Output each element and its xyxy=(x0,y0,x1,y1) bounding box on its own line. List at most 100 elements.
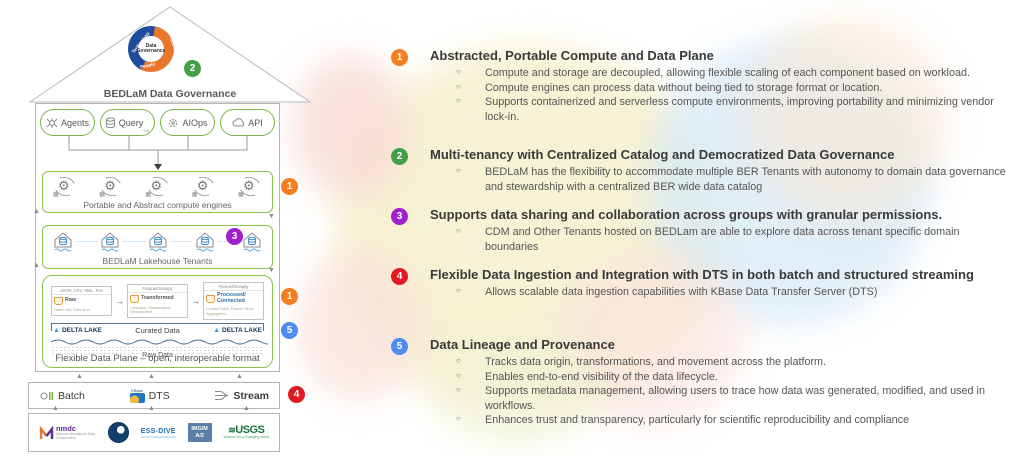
pill-aiops: AIOps xyxy=(160,109,215,136)
bullet: BEDLaM has the flexibility to accommodat… xyxy=(430,165,1007,194)
badge-1: 1 xyxy=(281,178,298,195)
usgs-wordmark: ≋USGS xyxy=(228,424,265,437)
compute-engine-icon: ▦ xyxy=(238,176,262,198)
item-title: Flexible Data Ingestion and Integration … xyxy=(430,267,974,282)
item-number-badge: 3 xyxy=(391,208,408,225)
list-item: 4 Flexible Data Ingestion and Integratio… xyxy=(391,267,1023,300)
delta-lake-logo: ▲DELTA LAKE xyxy=(53,327,102,334)
delta-triangle-icon: ▲ xyxy=(213,327,221,334)
connector-lines xyxy=(68,136,248,170)
compute-engines-box: ▦ ▦ ▦ ▦ ▦ Portable and Abstract compute … xyxy=(42,171,273,213)
stage-format-label: Parquet/Snappy xyxy=(128,285,187,293)
stream-item: Stream xyxy=(214,389,269,402)
kbase-logo-mark xyxy=(129,392,145,403)
bullet: Tracks data origin, transformations, and… xyxy=(430,355,1007,369)
up-arrow-icon: ▲ xyxy=(33,262,40,269)
nmdc-wordmark: nmdc xyxy=(55,423,76,433)
raw-data-strip: Raw Data xyxy=(51,346,264,359)
delta-lake-row: ▲DELTA LAKE Curated Data ▲DELTA LAKE xyxy=(53,326,262,335)
usgs-tagline: science for a changing world xyxy=(223,435,270,440)
pill-api: API xyxy=(220,109,275,136)
list-item: 5 Data Lineage and Provenance Tracks dat… xyxy=(391,337,1023,428)
cloud-api-icon xyxy=(232,118,245,127)
water-wave xyxy=(51,339,268,345)
compute-engine-icon: ▦ xyxy=(53,176,77,198)
bullet: Enhances trust and transparency, particu… xyxy=(430,413,1007,427)
pill-query: Query SQL xyxy=(100,109,155,136)
item-title: Data Lineage and Provenance xyxy=(430,337,615,352)
item-bullets: Allows scalable data ingestion capabilit… xyxy=(430,285,1007,299)
lakehouse-icon xyxy=(149,232,166,252)
badge-3: 3 xyxy=(226,228,243,245)
up-arrow-icon: ▲ xyxy=(52,405,59,412)
stage-detail: Native fmt, Data as-is xyxy=(54,308,91,313)
bullet: Enables end-to-end visibility of the dat… xyxy=(430,370,1007,384)
dts-label: DTS xyxy=(148,389,170,402)
lakehouse-icon xyxy=(243,232,261,252)
lakehouse-icon xyxy=(196,232,214,252)
bullet: Supports containerized and serverless co… xyxy=(430,95,1007,124)
item-bullets: Compute and storage are decoupled, allow… xyxy=(430,66,1007,124)
agents-icon xyxy=(46,117,58,128)
compute-engines-label: Portable and Abstract compute engines xyxy=(83,200,232,210)
item-number-badge: 1 xyxy=(391,49,408,66)
imgm-logo: IMG/M A/2 xyxy=(187,423,212,442)
raw-data-label: Raw Data xyxy=(138,352,177,359)
bullet: Compute engines can process data without… xyxy=(430,81,1007,95)
noaa-logo xyxy=(107,422,129,443)
usgs-logo: ≋USGS science for a changing world xyxy=(224,425,270,440)
stream-icon xyxy=(215,391,229,400)
kbase-logo: KBase xyxy=(129,388,145,403)
data-governance-cycle: Technology Process People Data Governanc… xyxy=(128,26,178,72)
up-arrow-icon: ▲ xyxy=(76,373,83,380)
arrow-right-icon: → xyxy=(191,295,200,306)
delta-triangle-icon: ▲ xyxy=(53,327,60,334)
cycle-label-people: People xyxy=(139,61,156,70)
compute-engine-icon: ▦ xyxy=(192,176,216,198)
up-arrow-icon: ▲ xyxy=(148,405,155,412)
item-title: Supports data sharing and collaboration … xyxy=(430,207,943,222)
stream-label: Stream xyxy=(233,389,269,402)
bucket-icon xyxy=(130,294,139,303)
badge-2: 2 xyxy=(184,60,201,77)
cycle-center-label: Data Governance xyxy=(137,36,165,62)
item-title: Multi-tenancy with Centralized Catalog a… xyxy=(430,147,895,162)
pill-label: Query xyxy=(118,117,144,128)
tenant-connector xyxy=(170,241,192,242)
pill-label: API xyxy=(248,117,263,128)
nmdc-tagline: National Microbiome Data Collaborative xyxy=(55,432,95,441)
stage-detail: Curated Data, Feature Store, Aggregated xyxy=(206,307,255,317)
item-number-badge: 2 xyxy=(391,148,408,165)
up-arrow-icon: ▲ xyxy=(243,405,250,412)
bucket-icon xyxy=(206,294,215,303)
bullet: Allows scalable data ingestion capabilit… xyxy=(430,285,1007,299)
house-body: Agents Query SQL AIOps API xyxy=(35,103,280,372)
sql-label: SQL xyxy=(143,129,151,133)
bullet: Supports metadata management, allowing u… xyxy=(430,384,1007,413)
list-item: 3 Supports data sharing and collaboratio… xyxy=(391,207,1023,254)
storage-bracket xyxy=(51,323,264,331)
curated-data-label: Curated Data xyxy=(135,326,180,335)
item-number-badge: 5 xyxy=(391,338,408,355)
up-arrow-icon: ▲ xyxy=(33,208,40,215)
background-blob xyxy=(293,55,408,200)
list-item: 2 Multi-tenancy with Centralized Catalog… xyxy=(391,147,1023,194)
stage-title: Processed/ Connected xyxy=(217,292,246,304)
diagram-title: BEDLaM Data Governance xyxy=(103,88,237,100)
essdive-wordmark: ESS-DIVE xyxy=(140,427,176,435)
pill-label: Agents xyxy=(60,117,90,128)
stage-processed: Parquet/Snappy Processed/ Connected Cura… xyxy=(203,282,264,320)
stage-detail: Cleansed, Standardized, Deduplicated xyxy=(130,305,172,315)
item-bullets: Tracks data origin, transformations, and… xyxy=(430,355,1007,427)
bucket-icon xyxy=(54,297,63,306)
essdive-logo: ESS-DIVE xyxy=(140,427,176,438)
lakehouse-icon xyxy=(54,232,72,252)
stage-transformed: Parquet/Snappy Transformed Cleansed, Sta… xyxy=(127,283,188,319)
dts-item: KBase DTS xyxy=(129,388,170,403)
badge-5: 5 xyxy=(281,322,298,339)
compute-engine-icon: ▦ xyxy=(146,176,170,198)
usgs-wave-icon: ≋ xyxy=(228,425,236,436)
item-title: Abstracted, Portable Compute and Data Pl… xyxy=(430,48,714,63)
ingestion-row: Batch KBase DTS Stream xyxy=(28,382,280,409)
